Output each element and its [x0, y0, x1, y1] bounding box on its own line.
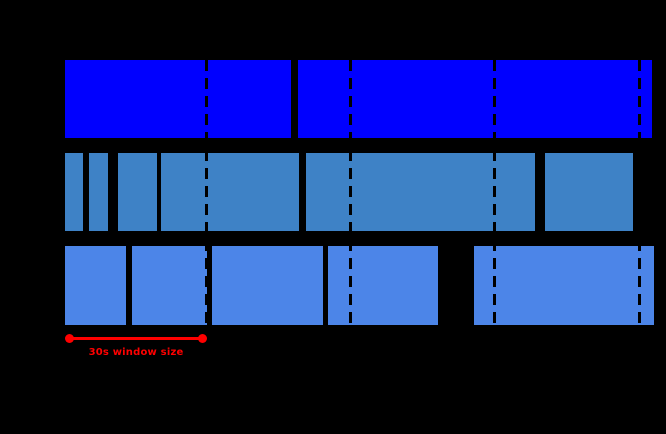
window-size-arrow [65, 334, 207, 343]
arrow-start-dot [65, 334, 75, 343]
segment-track-2 [305, 153, 535, 231]
segment-track-2 [88, 153, 109, 231]
track-row [0, 153, 666, 231]
arrow-end-dot [197, 334, 207, 343]
segment-track-1 [64, 60, 291, 138]
segment-track-3 [328, 246, 439, 325]
track-row [0, 246, 666, 325]
segment-track-3 [474, 246, 655, 325]
segment-track-2 [64, 153, 84, 231]
segment-track-3 [132, 246, 207, 325]
segment-track-2 [544, 153, 633, 231]
segment-track-2 [161, 153, 300, 231]
window-size-label: 30s window size [88, 347, 184, 358]
track-row [0, 60, 666, 138]
segment-track-2 [117, 153, 158, 231]
segment-track-3 [212, 246, 324, 325]
segment-track-3 [64, 246, 126, 325]
segment-track-1 [298, 60, 653, 138]
